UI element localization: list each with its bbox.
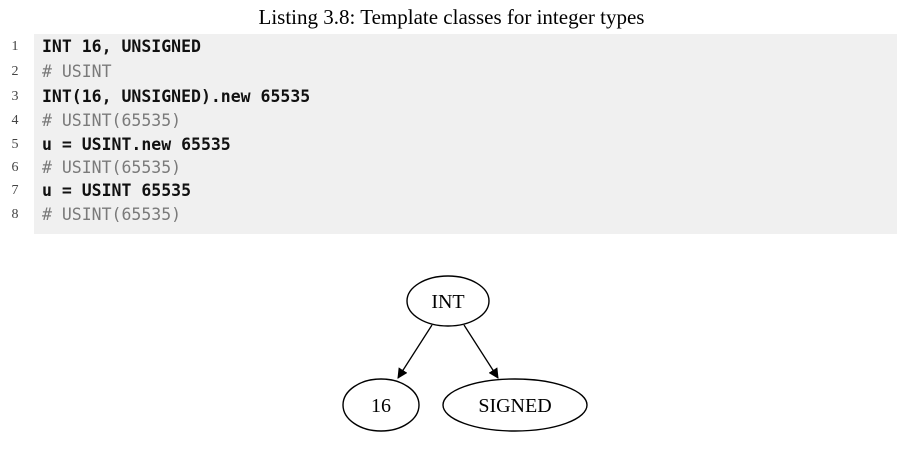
code-comment: # USINT bbox=[42, 62, 112, 81]
line-number: 4 bbox=[11, 113, 19, 128]
node-label-root: INT bbox=[431, 291, 464, 313]
code-line: 3 INT(16, UNSIGNED).new 65535 bbox=[0, 85, 903, 108]
code-comment: # USINT(65535) bbox=[42, 158, 182, 177]
listing-caption: Listing 3.8: Template classes for intege… bbox=[258, 5, 645, 29]
code-line: 6 # USINT(65535) bbox=[0, 156, 903, 179]
tree-node-left: 16 bbox=[342, 378, 420, 432]
code-comment: # USINT(65535) bbox=[42, 111, 182, 130]
code-line: 1 INT 16, UNSIGNED bbox=[0, 35, 903, 58]
line-number: 1 bbox=[11, 39, 19, 54]
code-line: 7 u = USINT 65535 bbox=[0, 179, 903, 202]
code-text: INT(16, UNSIGNED).new 65535 bbox=[42, 87, 311, 106]
tree-node-right: SIGNED bbox=[442, 378, 588, 432]
code-text: u = USINT 65535 bbox=[42, 181, 192, 200]
line-number: 5 bbox=[11, 137, 19, 152]
code-background bbox=[34, 34, 897, 234]
tree-edge-left bbox=[397, 324, 433, 379]
code-listing: 1 INT 16, UNSIGNED 2 # USINT 3 INT(16, U… bbox=[0, 34, 903, 234]
line-number: 2 bbox=[11, 64, 19, 79]
type-tree-diagram: INT 16 SIGNED bbox=[342, 275, 588, 432]
code-text: INT 16, UNSIGNED bbox=[42, 37, 201, 56]
tree-node-root: INT bbox=[406, 275, 490, 327]
line-number: 6 bbox=[11, 160, 19, 175]
line-number: 7 bbox=[11, 183, 19, 198]
code-comment: # USINT(65535) bbox=[42, 205, 182, 224]
code-text: u = USINT.new 65535 bbox=[42, 135, 231, 154]
node-label-right: SIGNED bbox=[478, 395, 551, 417]
line-number: 3 bbox=[11, 89, 19, 104]
code-line: 8 # USINT(65535) bbox=[0, 203, 903, 226]
code-line: 4 # USINT(65535) bbox=[0, 109, 903, 132]
tree-edge-right bbox=[463, 324, 499, 379]
code-line: 2 # USINT bbox=[0, 60, 903, 83]
code-line: 5 u = USINT.new 65535 bbox=[0, 133, 903, 156]
node-label-left: 16 bbox=[371, 395, 391, 417]
line-number: 8 bbox=[11, 207, 19, 222]
